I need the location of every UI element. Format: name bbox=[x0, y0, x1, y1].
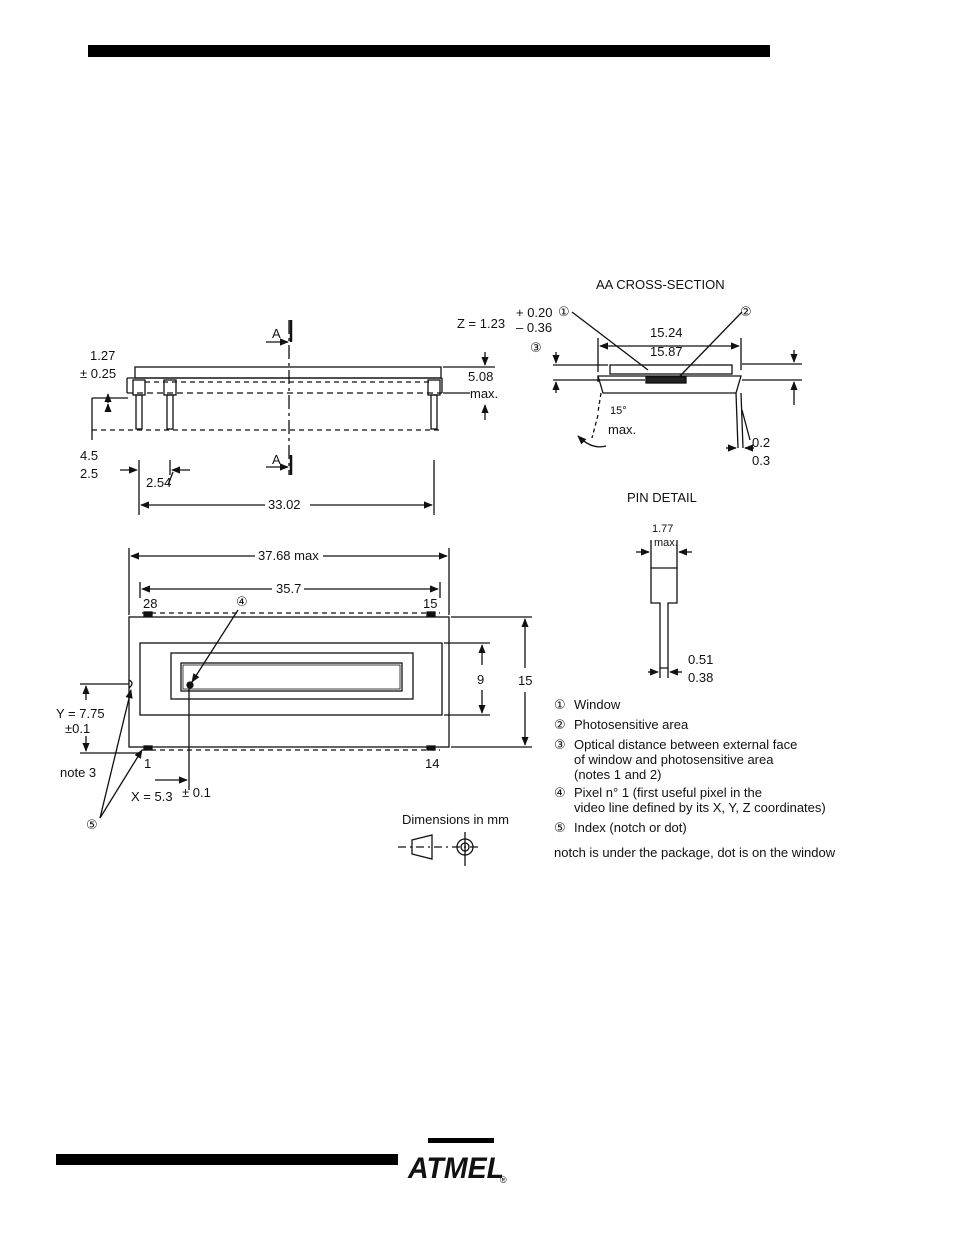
legend-num-4: ④ bbox=[554, 785, 566, 800]
pd-lead-a: 0.51 bbox=[688, 652, 713, 667]
pin-detail-title: PIN DETAIL bbox=[627, 490, 697, 505]
cross-section-labels: Z = 1.23 + 0.20 – 0.36 ① ② ③ 15.24 15.87… bbox=[457, 304, 770, 468]
cs-width-a: 15.24 bbox=[650, 325, 683, 340]
window-outline bbox=[139, 642, 443, 716]
legend-num-3: ③ bbox=[554, 737, 566, 752]
z-tol-minus: – 0.36 bbox=[516, 320, 552, 335]
pin-14-label: 14 bbox=[425, 756, 439, 771]
logo-text: ATMEL bbox=[407, 1152, 504, 1185]
side-view bbox=[91, 320, 495, 515]
cs-angle: 15° bbox=[610, 405, 627, 417]
legend-num-2: ② bbox=[554, 717, 566, 732]
cs-lead-a: 0.2 bbox=[752, 435, 770, 450]
pixel-1-dot bbox=[186, 681, 194, 689]
legend-text-3c: (notes 1 and 2) bbox=[574, 767, 661, 782]
legend-text-3: Optical distance between external face bbox=[574, 737, 797, 752]
legend-num-1: ① bbox=[554, 697, 566, 712]
pin-28-label: 28 bbox=[143, 596, 157, 611]
cross-section-title: AA CROSS-SECTION bbox=[596, 277, 725, 292]
dim-overall-length: 37.68 max bbox=[258, 548, 319, 563]
photosensitive-frame bbox=[170, 652, 414, 700]
marker-5: ⑤ bbox=[86, 817, 98, 832]
section-mark-top: A bbox=[272, 326, 281, 341]
photosensitive-area bbox=[180, 662, 403, 692]
z-label: Z = 1.23 bbox=[457, 316, 505, 331]
dim-pin-offset: 1.27 bbox=[90, 348, 115, 363]
legend-footer: notch is under the package, dot is on th… bbox=[554, 845, 836, 860]
z-tol-plus: + 0.20 bbox=[516, 305, 553, 320]
marker-3: ③ bbox=[530, 340, 542, 355]
x-coord: X = 5.3 bbox=[131, 789, 173, 804]
marker-1: ① bbox=[558, 304, 570, 319]
pin-15-label: 15 bbox=[423, 596, 437, 611]
index-notch bbox=[128, 679, 133, 689]
note-3: note 3 bbox=[60, 765, 96, 780]
pd-width-top: 1.77 bbox=[652, 523, 673, 535]
marker-4: ④ bbox=[236, 594, 248, 609]
window-glass bbox=[609, 364, 733, 375]
legend-num-5: ⑤ bbox=[554, 820, 566, 835]
pin-detail-labels: 1.77 max. 0.51 0.38 bbox=[652, 523, 713, 685]
y-tol: ±0.1 bbox=[65, 721, 90, 736]
legend-text-1: Window bbox=[574, 697, 621, 712]
package-body-top bbox=[128, 616, 450, 748]
dim-height-sub: max. bbox=[470, 386, 498, 401]
dim-pin-span: 35.7 bbox=[276, 581, 301, 596]
legend: ① Window ② Photosensitive area ③ Optical… bbox=[554, 697, 836, 860]
header-bar bbox=[88, 45, 770, 57]
dim-pin-len-b: 2.5 bbox=[80, 466, 98, 481]
cross-section-view bbox=[552, 311, 802, 452]
package-body-side bbox=[134, 366, 442, 379]
cs-width-b: 15.87 bbox=[650, 344, 683, 359]
pd-lead-b: 0.38 bbox=[688, 670, 713, 685]
pin-shape bbox=[650, 567, 678, 669]
dim-row-span: 33.02 bbox=[268, 497, 301, 512]
cs-lead-b: 0.3 bbox=[752, 453, 770, 468]
top-view-labels: 37.68 max 35.7 28 15 1 14 9 15 Y = 7.75 … bbox=[56, 548, 532, 832]
die bbox=[645, 376, 687, 384]
footer-bar bbox=[56, 1154, 398, 1165]
section-mark-bottom: A bbox=[272, 452, 281, 467]
cs-angle-sub: max. bbox=[608, 422, 636, 437]
dim-height: 5.08 bbox=[468, 369, 493, 384]
marker-2: ② bbox=[740, 304, 752, 319]
projection-symbol-icon bbox=[398, 832, 480, 866]
legend-text-2: Photosensitive area bbox=[574, 717, 689, 732]
dim-body-width: 15 bbox=[518, 673, 532, 688]
top-view bbox=[80, 548, 532, 819]
x-tol: ± 0.1 bbox=[182, 785, 211, 800]
side-view-labels: A A 1.27 ± 0.25 5.08 max. 4.5 2.5 2.54 3… bbox=[80, 326, 498, 512]
logo-registered-mark: ® bbox=[500, 1175, 507, 1185]
dim-pin-offset-tol: ± 0.25 bbox=[80, 366, 116, 381]
legend-text-3b: of window and photosensitive area bbox=[574, 752, 774, 767]
dim-pitch: 2.54 bbox=[146, 475, 171, 490]
legend-text-4: Pixel n° 1 (first useful pixel in the bbox=[574, 785, 762, 800]
legend-text-5: Index (notch or dot) bbox=[574, 820, 687, 835]
dim-pin-len-a: 4.5 bbox=[80, 448, 98, 463]
pin-detail-view bbox=[636, 540, 692, 678]
dimensions-note: Dimensions in mm bbox=[402, 812, 509, 827]
dim-window-height: 9 bbox=[477, 672, 484, 687]
pd-width-top-sub: max. bbox=[654, 537, 678, 549]
legend-text-4b: video line defined by its X, Y, Z coordi… bbox=[574, 800, 826, 815]
pin-1-label: 1 bbox=[144, 756, 151, 771]
atmel-logo: ATMEL ® bbox=[407, 1138, 507, 1185]
y-coord: Y = 7.75 bbox=[56, 706, 105, 721]
